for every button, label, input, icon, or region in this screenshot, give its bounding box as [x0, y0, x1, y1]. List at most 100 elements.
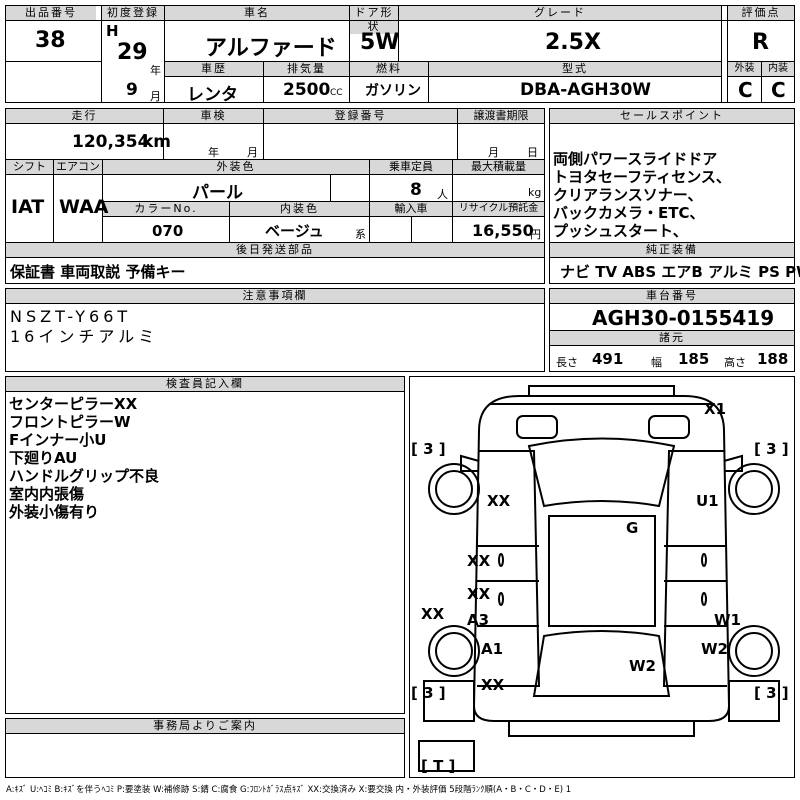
lot-header: 出品番号	[6, 6, 96, 20]
hgt-value: 188	[757, 350, 789, 368]
diagram-xx-l1: XX	[467, 552, 491, 570]
mileage-header: 走行	[6, 109, 163, 123]
header-block	[5, 5, 795, 103]
model-code: DBA-AGH30W	[520, 80, 652, 100]
chassis-number: AGH30-0155419	[592, 306, 775, 330]
reg-year: 29	[117, 40, 148, 65]
yen-unit: 円	[530, 228, 541, 241]
grade: 2.5X	[545, 30, 601, 55]
diagram-x1: X1	[704, 400, 726, 418]
history-header: 車歴	[165, 62, 263, 76]
regno-header: 登録番号	[264, 109, 457, 123]
std-equip-header: 純正装備	[550, 243, 794, 257]
door-type: 5W	[360, 30, 400, 55]
interior-score: C	[771, 78, 786, 102]
year-unit: 年	[150, 64, 161, 77]
capacity-unit: 人	[437, 188, 448, 201]
wid-label: 幅	[651, 356, 662, 369]
diagram-u1: U1	[696, 492, 719, 510]
exterior-header: 外装	[728, 62, 761, 76]
diagram-xx-rl: XX	[481, 676, 505, 694]
ac-header: エアコン	[54, 160, 102, 174]
sales-line-2: トヨタセーフティセンス、	[553, 168, 731, 186]
hgt-label: 高さ	[724, 356, 746, 369]
capacity-header: 乗車定員	[370, 160, 452, 174]
color-no-header: カラーNo.	[103, 202, 229, 216]
sales-line-1: 両側パワースライドドア	[553, 150, 718, 168]
transfer-month-unit: 月	[488, 146, 499, 159]
diagram-xx-side: XX	[421, 605, 445, 623]
ac: WAA	[59, 196, 109, 218]
inspector-line-2: フロントピラーW	[9, 413, 131, 431]
diagram-xx-l2: XX	[467, 585, 491, 603]
load-unit: kg	[528, 186, 542, 199]
diagram-spare: [ T ]	[421, 757, 455, 775]
len-label: 長さ	[556, 356, 578, 369]
recycle-header: リサイクル預託金	[453, 202, 544, 216]
notes-block	[5, 288, 545, 372]
office-header: 事務局よりご案内	[6, 719, 404, 733]
shift-header: シフト	[6, 160, 53, 174]
grade-header: グレード	[399, 6, 721, 20]
int-color-header: 内装色	[230, 202, 369, 216]
insp-month-unit: 月	[247, 146, 258, 159]
fuel: ガソリン	[365, 83, 421, 99]
car-name: アルファード	[205, 36, 337, 61]
ext-color: パール	[192, 183, 243, 203]
diagram-t3-br: [ 3 ]	[754, 684, 789, 702]
sales-point-header: セールスポイント	[550, 109, 794, 123]
inspector-line-5: ハンドルグリップ不良	[9, 467, 160, 485]
transfer-day-unit: 日	[527, 146, 538, 159]
diagram-a3: A3	[467, 611, 489, 629]
diagram-w1: W1	[714, 611, 741, 629]
inspector-line-1: センターピラーXX	[9, 395, 138, 413]
displacement: 2500	[283, 80, 331, 100]
capacity: 8	[410, 180, 422, 200]
diagram-block	[409, 376, 795, 778]
lot-number: 38	[35, 28, 66, 53]
diagram-a1: A1	[481, 640, 503, 658]
cc-unit: CC	[330, 88, 343, 98]
inspector-line-3: Fインナー小U	[9, 431, 107, 449]
diagram-w2: W2	[629, 657, 656, 675]
month-unit: 月	[150, 90, 161, 103]
color-no: 070	[152, 222, 184, 240]
diagram-w2r: W2	[701, 640, 728, 658]
insp-year-unit: 年	[208, 146, 219, 159]
sales-line-5: プッシュスタート、	[553, 222, 688, 240]
diagram-xx-fl: XX	[487, 492, 511, 510]
len-value: 491	[592, 350, 624, 368]
later-parts-header: 後日発送部品	[6, 243, 544, 257]
int-color: ベージュ	[265, 222, 324, 240]
interior-header: 内装	[762, 62, 794, 76]
inspector-header: 検査員記入欄	[6, 377, 404, 391]
later-parts: 保証書 車両取説 予備キー	[10, 263, 186, 281]
car-diagram: X1 [ 3 ] [ 3 ] XX U1 G XX XX XX A3 W1 A1…	[411, 385, 789, 775]
diagram-g: G	[626, 519, 638, 537]
diagram-t3-bl: [ 3 ]	[411, 684, 446, 702]
era: H	[106, 22, 119, 40]
max-load-header: 最大積載量	[453, 160, 544, 174]
sales-point-block	[549, 108, 795, 284]
inspector-block	[5, 376, 405, 714]
displacement-header: 排気量	[264, 62, 349, 76]
equipment: ナビ TV ABS エアB アルミ PS PW	[560, 263, 800, 281]
notes-line-1: NSZT-Y66T	[10, 307, 132, 326]
car-name-header: 車名	[165, 6, 349, 20]
info-block	[5, 108, 545, 284]
chassis-header: 車台番号	[550, 289, 794, 303]
ext-color-header: 外装色	[103, 160, 369, 174]
notes-line-2: 16インチアルミ	[10, 327, 159, 346]
diagram-t3-tr: [ 3 ]	[754, 440, 789, 458]
diagram-t3-tl: [ 3 ]	[411, 440, 446, 458]
score-header: 評価点	[728, 6, 794, 20]
notes-header: 注意事項欄	[6, 289, 544, 303]
score: R	[752, 30, 769, 55]
wid-value: 185	[678, 350, 710, 368]
legend: A:ｷｽﾞ U:ﾍｺﾐ B:ｷｽﾞを伴うﾍｺﾐ P:要塗装 W:補修跡 S:錆 …	[6, 785, 572, 795]
inspector-line-6: 室内内張傷	[9, 485, 85, 503]
sales-line-3: クリアランスソナー、	[553, 186, 703, 204]
first-reg-header: 初度登録	[102, 6, 164, 20]
mileage: 120,354	[72, 132, 150, 152]
shift: IAT	[11, 196, 45, 218]
